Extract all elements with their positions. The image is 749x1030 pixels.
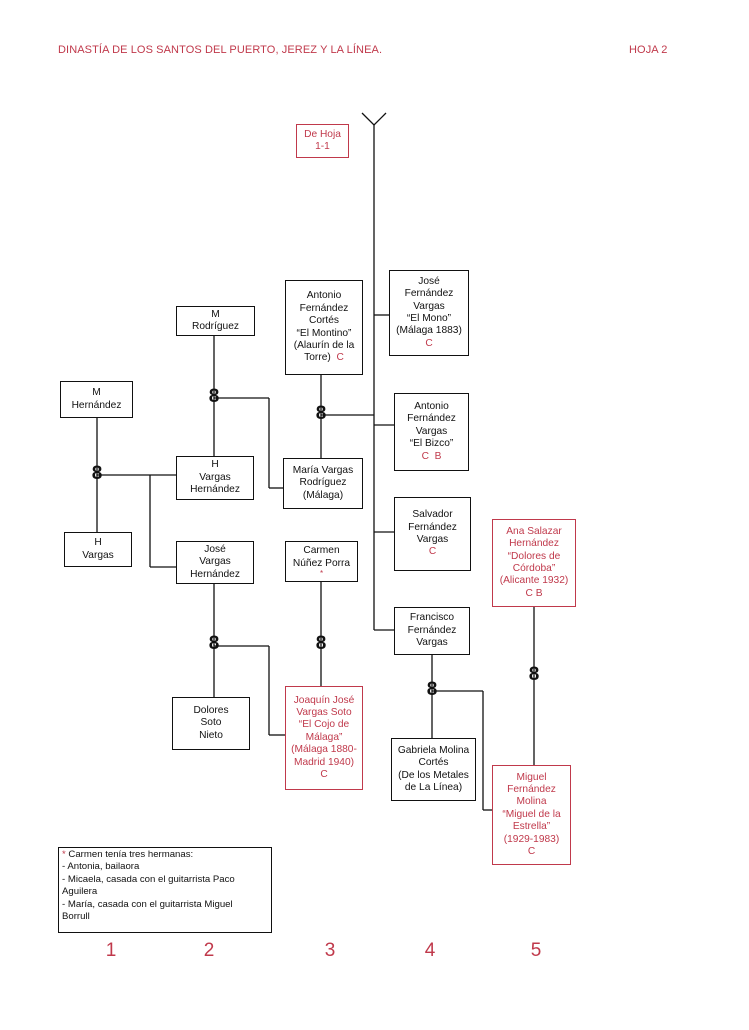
person-gabriela-molina-cortes: Gabriela Molina Cortés (De los Metales d… <box>391 738 476 801</box>
mark-c: C <box>336 352 344 364</box>
person-h-vargas: H Vargas <box>64 532 132 567</box>
mark-c: C <box>320 769 328 781</box>
marriage-symbol: 8 <box>315 403 327 424</box>
person-m-hernandez: M Hernández <box>60 381 133 418</box>
person-carmen-nunez-porra: Carmen Núñez Porra * <box>285 541 358 582</box>
footnote-box: * Carmen tenía tres hermanas: - Antonia,… <box>58 847 272 933</box>
marriage-symbol: 8 <box>315 633 327 654</box>
person-miguel-de-la-estrella: Miguel Fernández Molina “Miguel de la Es… <box>492 765 571 865</box>
person-h-vargas-hernandez: H Vargas Hernández <box>176 456 254 500</box>
person-jose-vargas-hernandez: José Vargas Hernández <box>176 541 254 584</box>
sheet-number: HOJA 2 <box>629 44 668 56</box>
column-number: 1 <box>105 940 117 961</box>
sheet-reference-box: De Hoja 1-1 <box>296 124 349 158</box>
mark-c-b: C B <box>525 587 543 599</box>
person-francisco-fernandez-vargas: Francisco Fernández Vargas <box>394 607 470 655</box>
column-number: 2 <box>203 940 215 961</box>
person-ana-salazar-dolores-de-cordoba: Ana Salazar Hernández “Dolores de Córdob… <box>492 519 576 607</box>
page-title: DINASTÍA DE LOS SANTOS DEL PUERTO, JEREZ… <box>58 44 383 56</box>
column-number: 5 <box>530 940 542 961</box>
mark-asterisk: * <box>319 568 324 578</box>
trunk-fork <box>361 112 387 126</box>
person-antonio-el-bizco: Antonio Fernández Vargas “El Bizco” C B <box>394 393 469 471</box>
person-maria-vargas-rodriguez: María Vargas Rodríguez (Málaga) <box>283 458 363 509</box>
marriage-symbol: 8 <box>208 633 220 654</box>
mark-c: C <box>425 337 433 349</box>
person-m-rodriguez: M Rodríguez <box>176 306 255 336</box>
marriage-symbol: 8 <box>528 664 540 685</box>
column-number: 4 <box>424 940 436 961</box>
mark-c-b: C B <box>421 450 442 462</box>
mark-c: C <box>527 846 536 858</box>
marriage-symbol: 8 <box>208 386 220 407</box>
marriage-symbol: 8 <box>426 679 438 700</box>
person-dolores-soto-nieto: Dolores Soto Nieto <box>172 697 250 750</box>
person-jose-el-mono: José Fernández Vargas “El Mono” (Málaga … <box>389 270 469 356</box>
footnote-asterisk: * <box>62 849 66 860</box>
mark-c: C <box>428 546 437 558</box>
person-joaquin-el-cojo-de-malaga: Joaquín José Vargas Soto “El Cojo de Mál… <box>285 686 363 790</box>
person-salvador-fernandez-vargas: Salvador Fernández Vargas C <box>394 497 471 571</box>
person-antonio-el-montino: Antonio Fernández Cortés “El Montino” (A… <box>285 280 363 375</box>
column-number: 3 <box>324 940 336 961</box>
marriage-symbol: 8 <box>91 463 103 484</box>
